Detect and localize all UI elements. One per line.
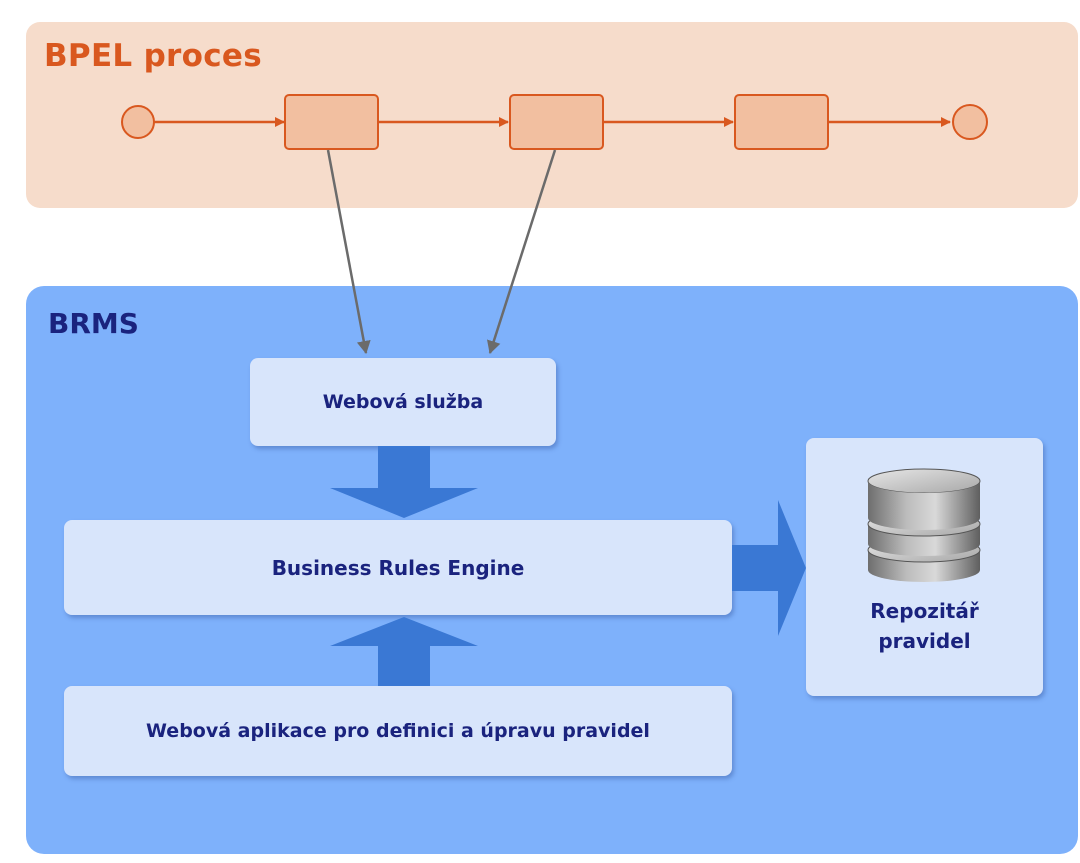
repository-label-line1: Repozitář [870,599,979,623]
database-icon [867,468,981,582]
start-event-icon [121,105,155,139]
right-block-arrow-icon [732,500,806,636]
repository-label: Repozitář pravidel [806,596,1043,656]
business-rules-engine-label: Business Rules Engine [271,555,525,580]
up-block-arrow-icon [330,617,478,686]
bpel-title: BPEL proces [44,38,262,74]
bpel-activity-1 [284,94,379,150]
business-rules-engine-box: Business Rules Engine [64,520,732,615]
invoke-arrow-2 [486,149,557,354]
end-event-icon [952,104,988,140]
repository-label-line2: pravidel [878,629,971,653]
web-service-box: Webová služba [250,358,556,446]
down-block-arrow-icon [330,446,478,518]
invoke-arrow-1 [326,149,371,354]
brms-title: BRMS [48,307,139,340]
web-application-box: Webová aplikace pro definici a úpravu pr… [64,686,732,776]
bpel-activity-3 [734,94,829,150]
web-application-label: Webová aplikace pro definici a úpravu pr… [146,720,650,742]
bpel-activity-2 [509,94,604,150]
web-service-label: Webová služba [322,391,484,413]
